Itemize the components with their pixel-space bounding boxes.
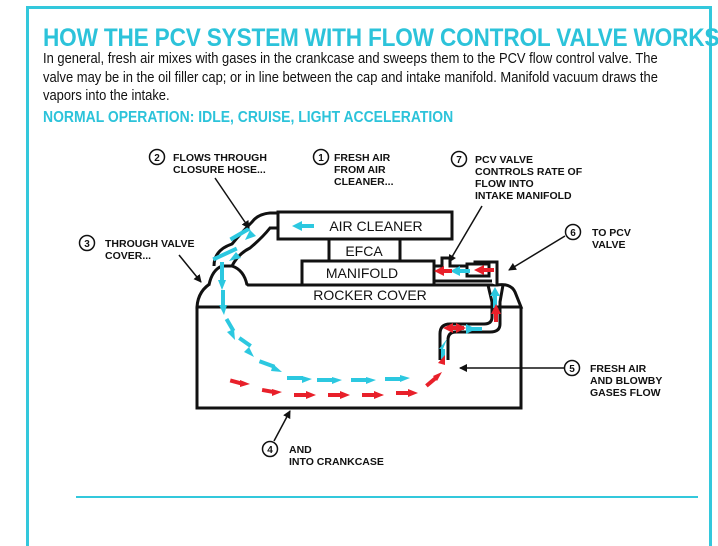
manifold-box [300,259,436,287]
svg-text:1: 1 [318,153,324,164]
svg-text:5: 5 [569,364,575,375]
svg-text:CONTROLS RATE OF: CONTROLS RATE OF [475,166,583,178]
fresh-air-arrow [450,266,460,276]
fresh-air-arrow [439,339,447,349]
blowby-arrow [340,391,350,399]
section-subtitle: NORMAL OPERATION: IDLE, CRUISE, LIGHT AC… [43,109,454,126]
page-frame [26,6,712,546]
blowby-arrows [229,265,501,399]
svg-text:FLOWS THROUGH: FLOWS THROUGH [173,152,267,164]
svg-text:4: 4 [267,445,273,456]
svg-text:THROUGH VALVE: THROUGH VALVE [105,238,194,250]
callout-2: 2 FLOWS THROUGH CLOSURE HOSE... [148,148,267,229]
fresh-air-arrow [366,377,376,384]
fresh-air-arrow [227,329,235,340]
blowby-arrow [408,389,418,397]
svg-text:PCV VALVE: PCV VALVE [475,154,533,166]
callout-7: 7 PCV VALVE CONTROLS RATE OF FLOW INTO I… [448,150,583,263]
pcv-diagram: ROCKER COVER AIR CLEANER EFCA MANIFOLD [78,148,662,468]
fresh-air-arrow [490,287,500,296]
callout-1: 1 FRESH AIR FROM AIR CLEANER... [312,148,394,188]
blowby-arrow [443,323,453,333]
fresh-air-arrow [244,347,254,357]
blowby-arrow [272,389,282,396]
callout-5: 5 FRESH AIR AND BLOWBY GASES FLOW [459,359,662,399]
fresh-air-arrow [332,377,342,384]
fresh-air-arrow [229,252,241,261]
fresh-air-arrow [219,305,227,315]
svg-text:TO PCV: TO PCV [592,227,631,239]
svg-text:FROM AIR: FROM AIR [334,164,386,176]
callout-3: 3 THROUGH VALVE COVER... [78,234,202,283]
svg-text:INTO CRANKCASE: INTO CRANKCASE [289,456,384,468]
blowby-arrow [474,265,484,275]
blowby-arrow [434,266,444,276]
fresh-air-arrows [212,221,500,384]
vent-tube [438,284,505,360]
svg-text:7: 7 [456,155,462,166]
svg-text:CLEANER...: CLEANER... [334,176,394,188]
svg-text:AND: AND [289,444,312,456]
svg-text:GASES FLOW: GASES FLOW [590,387,661,399]
fresh-air-arrow [400,375,410,382]
svg-text:INTAKE MANIFOLD: INTAKE MANIFOLD [475,190,572,202]
callout-6: 6 TO PCV VALVE [508,223,631,271]
svg-text:3: 3 [84,239,90,250]
manifold-label: MANIFOLD [326,265,398,281]
svg-text:6: 6 [570,228,576,239]
svg-text:AND BLOWBY: AND BLOWBY [590,375,662,387]
svg-text:FRESH AIR: FRESH AIR [590,363,647,375]
svg-text:2: 2 [154,153,160,164]
bottom-divider [76,496,698,498]
svg-text:COVER...: COVER... [105,250,151,262]
blowby-arrow [374,391,384,399]
air-cleaner-label: AIR CLEANER [329,218,422,234]
svg-text:VALVE: VALVE [592,239,625,251]
svg-text:CLOSURE HOSE...: CLOSURE HOSE... [173,164,266,176]
rocker-cover-label: ROCKER COVER [313,287,427,303]
svg-text:FLOW INTO: FLOW INTO [475,178,534,190]
blowby-arrow [240,380,250,387]
page-title: HOW THE PCV SYSTEM WITH FLOW CONTROL VAL… [43,24,718,52]
blowby-arrow [491,304,501,314]
blowby-arrow [438,355,445,365]
efca-label: EFCA [345,243,383,259]
filler-cap [207,264,249,286]
intro-paragraph: In general, fresh air mixes with gases i… [43,51,658,104]
svg-text:FRESH AIR: FRESH AIR [334,152,391,164]
blowby-arrow [306,391,316,399]
fresh-air-arrow [218,280,226,290]
fresh-air-arrow [245,230,256,240]
crankcase [195,305,523,410]
fresh-air-arrow [302,376,312,383]
callout-4: 4 AND INTO CRANKCASE [261,410,384,468]
